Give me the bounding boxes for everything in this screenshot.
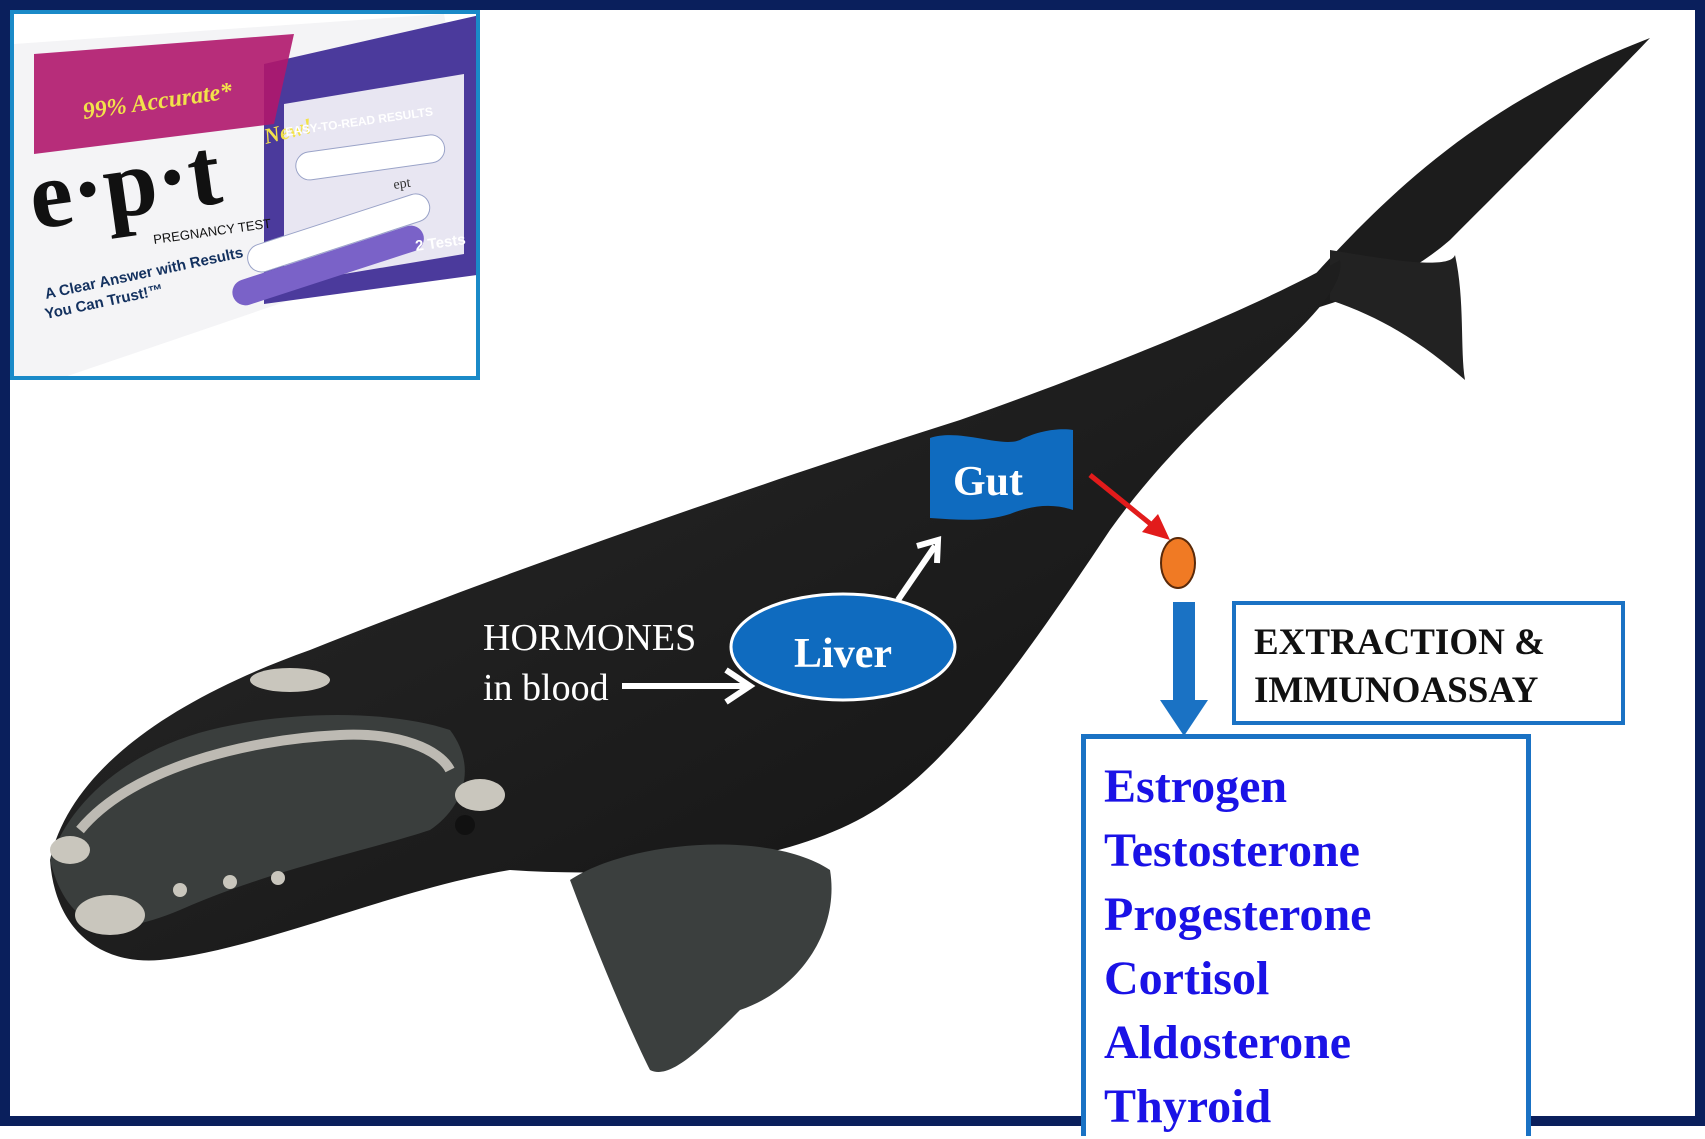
- hormone-item: Testosterone: [1104, 819, 1526, 883]
- hormones-label-line1: HORMONES: [483, 613, 696, 663]
- arrow-gut-to-sample: [1090, 475, 1158, 530]
- hormone-list-box: Estrogen Testosterone Progesterone Corti…: [1081, 734, 1531, 1136]
- hormone-item: Progesterone: [1104, 883, 1526, 947]
- fecal-sample: [1161, 538, 1195, 588]
- hormone-item: Estrogen: [1104, 755, 1526, 819]
- gut-label: Gut: [928, 458, 1048, 506]
- liver-label: Liver: [738, 630, 948, 678]
- process-arrow-head: [1160, 700, 1208, 736]
- hormone-item: Cortisol: [1104, 947, 1526, 1011]
- hormone-item: Aldosterone: [1104, 1011, 1526, 1075]
- process-line1: EXTRACTION &: [1254, 619, 1621, 667]
- extraction-immunoassay-box: EXTRACTION & IMMUNOASSAY: [1232, 601, 1625, 725]
- hormones-in-blood-label: HORMONES in blood: [483, 613, 696, 713]
- process-arrow-shaft: [1173, 602, 1195, 702]
- hormone-item: Thyroid: [1104, 1075, 1526, 1139]
- arrow-liver-to-gut: [898, 546, 935, 600]
- hormones-label-line2: in blood: [483, 663, 696, 713]
- process-line2: IMMUNOASSAY: [1254, 667, 1621, 715]
